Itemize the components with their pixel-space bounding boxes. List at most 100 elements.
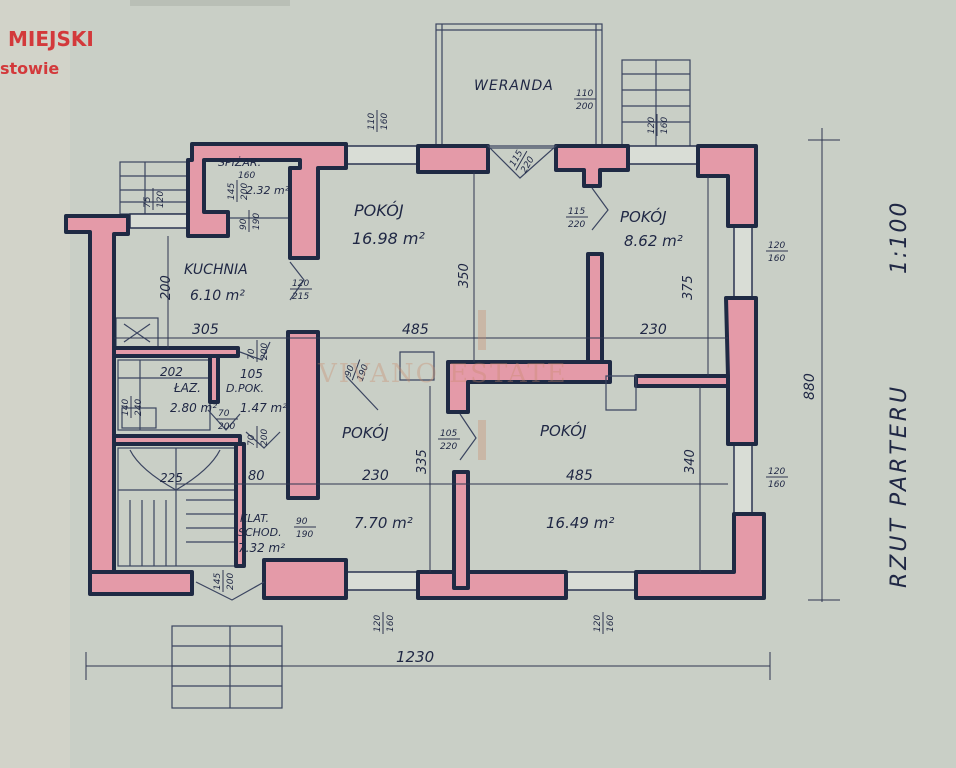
dim-202: 202 xyxy=(160,365,183,379)
dim-375: 375 xyxy=(681,275,696,300)
opening-width: 70 xyxy=(218,409,230,419)
opening-height: 240 xyxy=(134,399,144,416)
stamp-line-2: stowie xyxy=(0,59,59,78)
opening-fraction-bar xyxy=(351,359,361,381)
opening-height: 220 xyxy=(568,220,585,230)
dim-230b: 230 xyxy=(362,468,389,484)
opening-width: 110 xyxy=(367,113,377,130)
room-pokoj-ne-name: POKÓJ xyxy=(620,207,667,226)
opening-width: 120 xyxy=(292,279,309,289)
opening-fraction-bar xyxy=(515,150,528,171)
dim-880: 880 xyxy=(802,373,818,400)
opening-height: 200 xyxy=(226,573,236,590)
room-lazienka-area: 2.80 m² xyxy=(170,401,217,415)
opening-width: 140 xyxy=(121,399,131,416)
opening-width: 120 xyxy=(647,117,657,134)
opening-width: 105 xyxy=(440,429,457,439)
opening-width: 70 xyxy=(247,348,257,360)
opening-width: 120 xyxy=(373,615,383,632)
room-kuchnia-area: 6.10 m² xyxy=(190,288,245,304)
opening-width: 90 xyxy=(296,517,308,527)
opening-width: 110 xyxy=(576,89,593,99)
opening-height: 160 xyxy=(660,117,670,134)
dim-200: 200 xyxy=(159,275,174,300)
room-dpok-name: D.POK. xyxy=(226,382,264,395)
opening-height: 200 xyxy=(260,429,270,446)
room-weranda-name: WERANDA xyxy=(474,78,554,94)
dim-1230: 1230 xyxy=(396,648,434,666)
dimension-lines xyxy=(85,128,840,680)
opening-width: 145 xyxy=(227,183,237,200)
room-pokoj-main-area: 16.98 m² xyxy=(352,229,425,248)
opening-height: 220 xyxy=(440,442,457,452)
dim-305: 305 xyxy=(192,322,219,338)
opening-height: 190 xyxy=(296,530,313,540)
door-swings xyxy=(195,145,637,601)
plan-title: RZUT PARTERU xyxy=(887,384,912,588)
room-spizarnia-dim: 160 xyxy=(238,171,255,181)
opening-width: 120 xyxy=(768,467,785,477)
room-pokoj-main-name: POKÓJ xyxy=(354,201,404,220)
opening-width: 120 xyxy=(768,241,785,251)
dim-105: 105 xyxy=(240,367,263,381)
opening-width: 145 xyxy=(213,573,223,590)
opening-height: 200 xyxy=(218,422,235,432)
room-pokoj-sw-area: 7.70 m² xyxy=(354,514,413,532)
dim-485b: 485 xyxy=(566,468,593,484)
opening-height: 160 xyxy=(380,113,390,130)
paper-top-strip xyxy=(130,0,290,6)
dim-230a: 230 xyxy=(640,322,667,338)
veranda-frame xyxy=(435,23,603,149)
room-pokoj-se-area: 16.49 m² xyxy=(546,514,614,532)
stamp-line-1: MIEJSKI xyxy=(8,27,94,51)
dim-340: 340 xyxy=(683,449,698,474)
dimension-labels: 1230 880 305 485 230 80 230 485 200 350 … xyxy=(159,263,818,666)
windows xyxy=(129,145,753,591)
room-spizarnia-area: 2.32 m² xyxy=(246,184,290,197)
opening-height: 200 xyxy=(240,183,250,200)
opening-height: 215 xyxy=(292,292,309,302)
opening-width: 115 xyxy=(568,207,585,217)
opening-height: 160 xyxy=(606,615,616,632)
room-klatka-name2: SCHOD. xyxy=(238,526,282,539)
dim-80: 80 xyxy=(248,469,265,484)
opening-width: 75 xyxy=(143,196,153,208)
opening-height: 200 xyxy=(260,343,270,360)
opening-height: 160 xyxy=(768,480,785,490)
room-pokoj-sw-name: POKÓJ xyxy=(342,423,389,442)
room-spizarnia-name: SPIŻAR. xyxy=(218,156,261,169)
dim-350: 350 xyxy=(457,263,472,288)
opening-height: 120 xyxy=(156,191,166,208)
room-pokoj-se-name: POKÓJ xyxy=(540,421,587,440)
opening-width: 70 xyxy=(247,434,257,446)
plan-scale: 1:100 xyxy=(887,201,912,274)
opening-height: 160 xyxy=(768,254,785,264)
paper-fold-shade xyxy=(0,0,70,768)
watermark: VIVANO ESTATE xyxy=(317,310,568,460)
watermark-text: VIVANO ESTATE xyxy=(317,359,568,389)
opening-height: 190 xyxy=(252,213,262,230)
opening-width: 120 xyxy=(593,615,603,632)
room-klatka-area: 7.32 m² xyxy=(238,541,285,555)
room-dpok-area: 1.47 m² xyxy=(240,401,287,415)
room-lazienka-name: ŁAZ. xyxy=(173,381,201,395)
